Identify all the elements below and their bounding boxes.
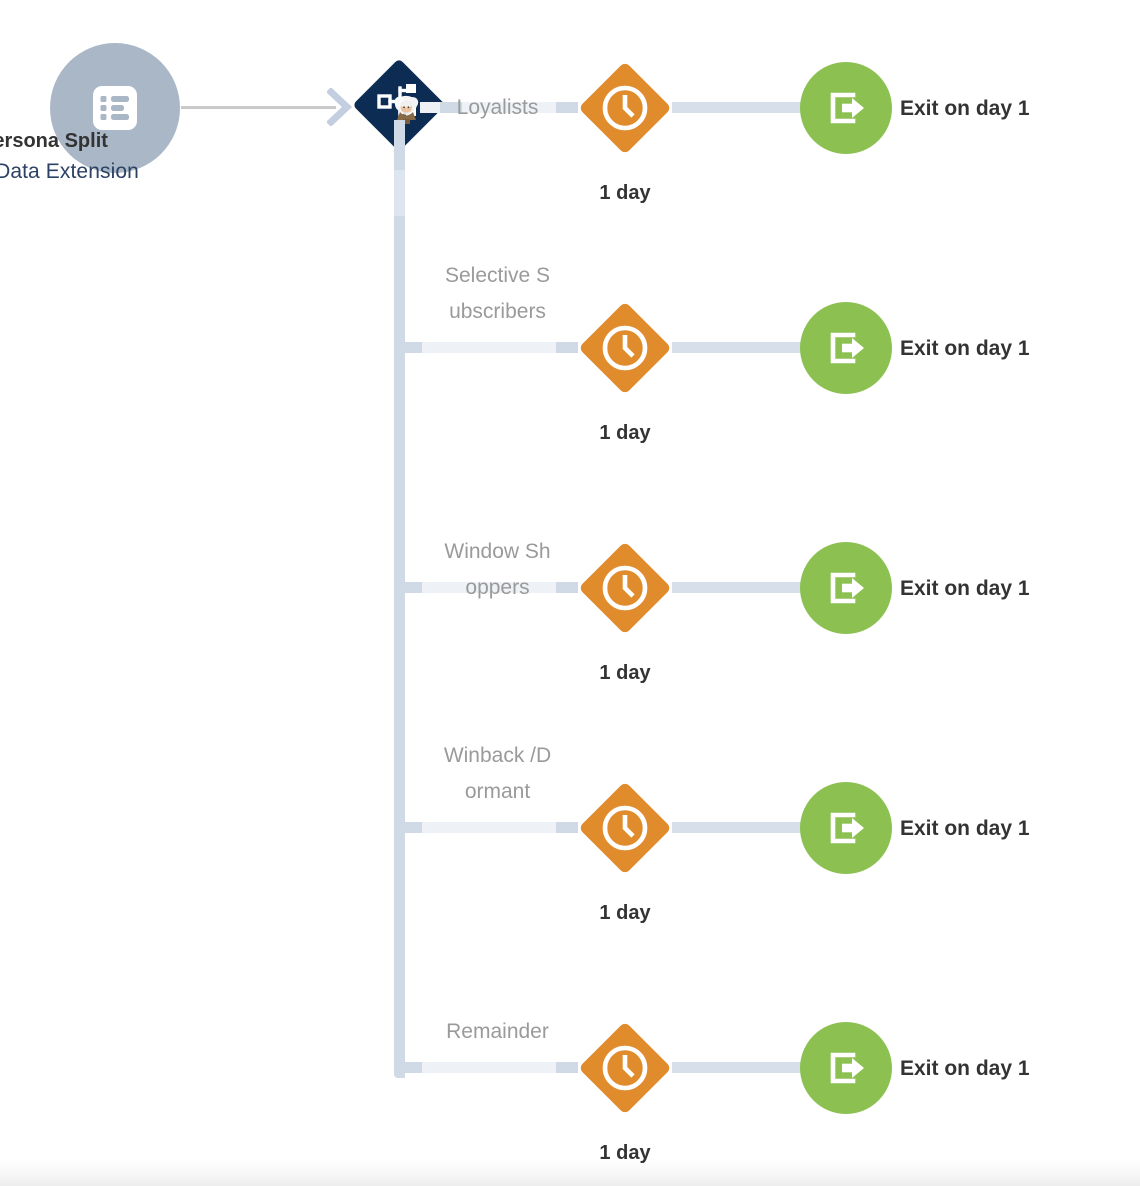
wait-label: 1 day xyxy=(599,182,651,204)
clock-icon xyxy=(602,805,648,851)
exit-label: Exit on day 1 xyxy=(900,577,1030,600)
exit-circle[interactable] xyxy=(800,302,892,394)
wait-label: 1 day xyxy=(599,1142,651,1164)
branch-connector-mid xyxy=(420,822,572,833)
branch-connector-mid xyxy=(420,582,572,593)
entry-connector-line xyxy=(181,106,336,109)
entry-source-circle[interactable] xyxy=(50,43,180,173)
einstein-avatar xyxy=(394,95,419,124)
exit-connector xyxy=(672,342,802,353)
persona-split-einstein-icon xyxy=(377,84,419,124)
exit-node[interactable] xyxy=(800,542,892,634)
exit-circle[interactable] xyxy=(800,62,892,154)
wait-node[interactable] xyxy=(572,55,678,161)
branch-elbow xyxy=(394,582,422,593)
entry-connector-arrow-icon xyxy=(327,88,353,126)
exit-label: Exit on day 1 xyxy=(900,1057,1030,1080)
data-extension-list-icon xyxy=(93,86,137,130)
branch-elbow xyxy=(394,822,422,833)
exit-arrow-icon xyxy=(830,92,864,124)
branch-elbow xyxy=(394,1062,422,1073)
exit-node[interactable] xyxy=(800,1022,892,1114)
exit-label: Exit on day 1 xyxy=(900,97,1030,120)
persona-split-node[interactable] xyxy=(352,55,446,155)
exit-node[interactable] xyxy=(800,302,892,394)
split-trunk-segment xyxy=(394,170,405,216)
wait-label: 1 day xyxy=(599,422,651,444)
exit-arrow-icon xyxy=(830,572,864,604)
exit-connector xyxy=(672,822,802,833)
branch-connector-stub-end xyxy=(556,1062,578,1073)
exit-arrow-icon xyxy=(830,1052,864,1084)
branch-label: Window Shoppers xyxy=(444,540,551,599)
exit-connector xyxy=(672,1062,802,1073)
wait-node[interactable] xyxy=(572,1015,678,1121)
clock-icon xyxy=(602,565,648,611)
wait-node[interactable] xyxy=(572,295,678,401)
wait-node[interactable] xyxy=(572,535,678,641)
exit-connector xyxy=(672,102,802,113)
branch-label: Loyalists xyxy=(456,96,539,119)
persona-split-label: Persona Split xyxy=(0,130,108,152)
clock-icon xyxy=(602,1045,648,1091)
exit-node[interactable] xyxy=(800,62,892,154)
exit-arrow-icon xyxy=(830,812,864,844)
branch-connector-stub-end xyxy=(556,582,578,593)
exit-node[interactable] xyxy=(800,782,892,874)
exit-connector xyxy=(672,582,802,593)
exit-label: Exit on day 1 xyxy=(900,817,1030,840)
clock-icon xyxy=(602,85,648,131)
exit-label: Exit on day 1 xyxy=(900,337,1030,360)
branch-label: Remainder xyxy=(446,1020,549,1043)
wait-node[interactable] xyxy=(572,775,678,881)
wait-label: 1 day xyxy=(599,662,651,684)
entry-source-node[interactable] xyxy=(50,43,180,173)
exit-circle[interactable] xyxy=(800,542,892,634)
branch-connector-stub-end xyxy=(556,822,578,833)
exit-circle[interactable] xyxy=(800,782,892,874)
branch-elbow xyxy=(394,342,422,353)
exit-circle[interactable] xyxy=(800,1022,892,1114)
branch-connector-stub-end xyxy=(556,102,578,113)
wait-label: 1 day xyxy=(599,902,651,924)
branch-connector-mid xyxy=(420,102,572,113)
branch-label: Selective Subscribers xyxy=(444,264,551,323)
clock-icon xyxy=(602,325,648,371)
branch-label: Winback /Dormant xyxy=(443,744,552,803)
split-trunk-line xyxy=(394,120,405,1078)
branch-connector-mid xyxy=(420,342,572,353)
exit-arrow-icon xyxy=(830,332,864,364)
branch-connector-mid xyxy=(420,1062,572,1073)
branch-connector-stub-end xyxy=(556,342,578,353)
entry-source-label: Data Extension xyxy=(0,160,139,183)
branch-connector-stub xyxy=(440,102,462,113)
